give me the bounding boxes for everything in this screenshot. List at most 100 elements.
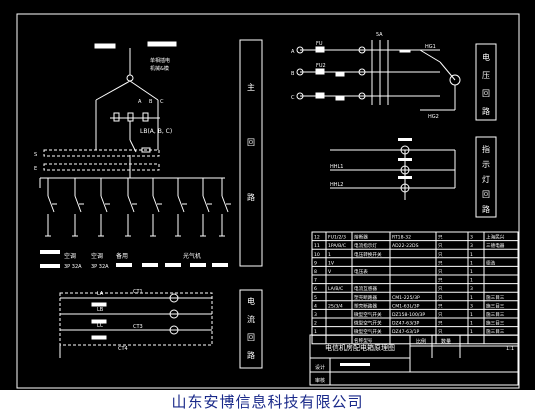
feeder-ref-bar-2 — [40, 264, 60, 268]
voltage-label-char-2: 压 — [482, 71, 490, 80]
bom-cell: 2S/3/4 — [328, 303, 343, 309]
bom-cell: DZ47-63/3P — [392, 321, 420, 327]
bom-cell: AD22-22DS — [392, 243, 419, 249]
voltage-circuit — [296, 40, 461, 111]
drawing-frame — [16, 13, 520, 389]
feeder-bar-7 — [212, 263, 228, 267]
bom-cell: 只 — [438, 303, 443, 309]
voltage-label-char-3: 回 — [482, 89, 490, 98]
main-switch-note-1: 单相插电 — [150, 57, 170, 64]
feeder-bar-6 — [190, 263, 206, 267]
voltage-top-label: 5A — [376, 32, 383, 38]
current-tag-a: LA — [97, 291, 104, 297]
bom-cell: 1 — [470, 295, 473, 301]
bom-cell: 1 — [470, 329, 473, 335]
indicator-circuit-label-box — [475, 136, 497, 218]
voltage-fuse: FU — [316, 41, 323, 47]
main-phase-c: C — [160, 99, 164, 105]
bom-cell: 施三目三 — [486, 328, 505, 335]
feeder-label-6: 光气机 — [183, 252, 201, 260]
title-block — [309, 334, 519, 386]
bom-cell: 只 — [438, 295, 443, 301]
feeder-bus — [39, 177, 225, 188]
main-label-char-2: 回 — [247, 138, 255, 147]
bom-footer-label: 名称型号 — [354, 337, 373, 344]
main-circuit-label-box — [239, 39, 263, 267]
busbar-strips — [43, 149, 160, 171]
feeder-branch — [150, 178, 162, 237]
title-block-designer-bar — [340, 363, 370, 366]
bom-frame — [311, 231, 519, 345]
bom-cell: 塑壳断路器 — [354, 294, 377, 301]
bom-cell: 3 — [470, 303, 473, 309]
title-block-designer: 设计 — [315, 364, 325, 371]
current-ct-4: CT4 — [118, 346, 128, 352]
bom-cell: DZ47-63/1P — [392, 329, 420, 335]
bom-cell: 3 — [314, 312, 317, 318]
indicator-lamp-bar-3 — [398, 176, 412, 179]
company-footer: 山东安博信息科技有限公司 — [0, 390, 535, 415]
indicator-label-char-4: 回 — [482, 190, 490, 199]
bom-cell: V — [328, 269, 332, 275]
voltage-phase-a: A — [291, 49, 295, 55]
title-block-qty-label: 数量 — [441, 338, 451, 345]
current-ct-3: CT3 — [133, 324, 143, 330]
current-label-char-1: 电 — [247, 296, 255, 306]
bom-cell: 施三目三 — [486, 311, 505, 318]
bom-cell: 1PA/B/C — [328, 243, 346, 249]
title-block-scale-label: 比例 — [416, 338, 426, 345]
bom-cell: RT18-32 — [392, 235, 411, 241]
bom-cell: 只 — [438, 252, 443, 258]
bom-cell: 电压转换开关 — [354, 251, 382, 258]
current-tag-c: LC — [97, 323, 104, 329]
voltage-device-1: HG1 — [425, 44, 436, 50]
bom-cell: 熔断器 — [354, 234, 368, 241]
voltage-label-char-1: 电 — [482, 52, 490, 62]
bom-cell: 1 — [314, 329, 317, 335]
main-circuit — [94, 41, 177, 178]
bom-cell: 电流指示灯 — [354, 242, 377, 249]
feeder-branch — [200, 178, 212, 237]
bom-cell: 1 — [470, 312, 473, 318]
bom-cell: DZ158-100/3P — [392, 312, 425, 318]
bom-cell: 施三目三 — [486, 294, 505, 301]
bom-cell: LA/B/C — [328, 286, 343, 292]
bom-cell: 6 — [314, 286, 317, 292]
voltage-phase-b: B — [291, 71, 295, 77]
current-tag-b: LB — [97, 307, 104, 313]
bom-cell: 1 — [328, 252, 331, 258]
feeder-branch — [45, 178, 57, 237]
feeder-ref-bar — [40, 250, 60, 254]
indicator-label-char-1: 指 — [482, 144, 490, 154]
bom-cell: 只 — [438, 312, 443, 318]
feeder-bar-3 — [116, 263, 132, 267]
bom-cell: 只 — [438, 260, 443, 266]
main-phase-b: B — [149, 99, 153, 105]
feeder-rating-1: 3P 32A — [64, 264, 82, 270]
indicator-lamp-bar-2 — [398, 158, 412, 161]
bom-cell: 3 — [470, 235, 473, 241]
bom-cell: 只 — [438, 329, 443, 335]
current-label-char-2: 流 — [247, 314, 255, 324]
current-label-char-3: 回 — [247, 333, 255, 342]
bom-cell: 微型空气开关 — [354, 328, 382, 335]
bom-cell: 只 — [438, 243, 443, 249]
bom-cell: 德浩 — [486, 259, 496, 266]
feeder-branches — [45, 178, 231, 237]
voltage-phase-c: C — [291, 95, 295, 101]
feeder-branch — [219, 178, 231, 237]
bom-cell: 微型空气开关 — [354, 320, 382, 327]
busbar-tag-e: E — [34, 166, 37, 172]
bom-cell: 三德电器 — [486, 242, 505, 249]
title-block-title: 电信机房配电箱原理图 — [325, 343, 395, 352]
main-label-char-1: 主 — [247, 82, 255, 92]
feeder-branch — [125, 178, 137, 237]
main-phase-a: A — [138, 99, 142, 105]
feeder-branch — [175, 178, 187, 237]
bom-cell: 1 — [470, 252, 473, 258]
bom-cell: 1 — [470, 278, 473, 284]
main-label-char-3: 路 — [247, 192, 255, 202]
main-switch-note-2: 机械&模 — [150, 65, 169, 72]
bom-cell: 1V — [328, 260, 335, 266]
